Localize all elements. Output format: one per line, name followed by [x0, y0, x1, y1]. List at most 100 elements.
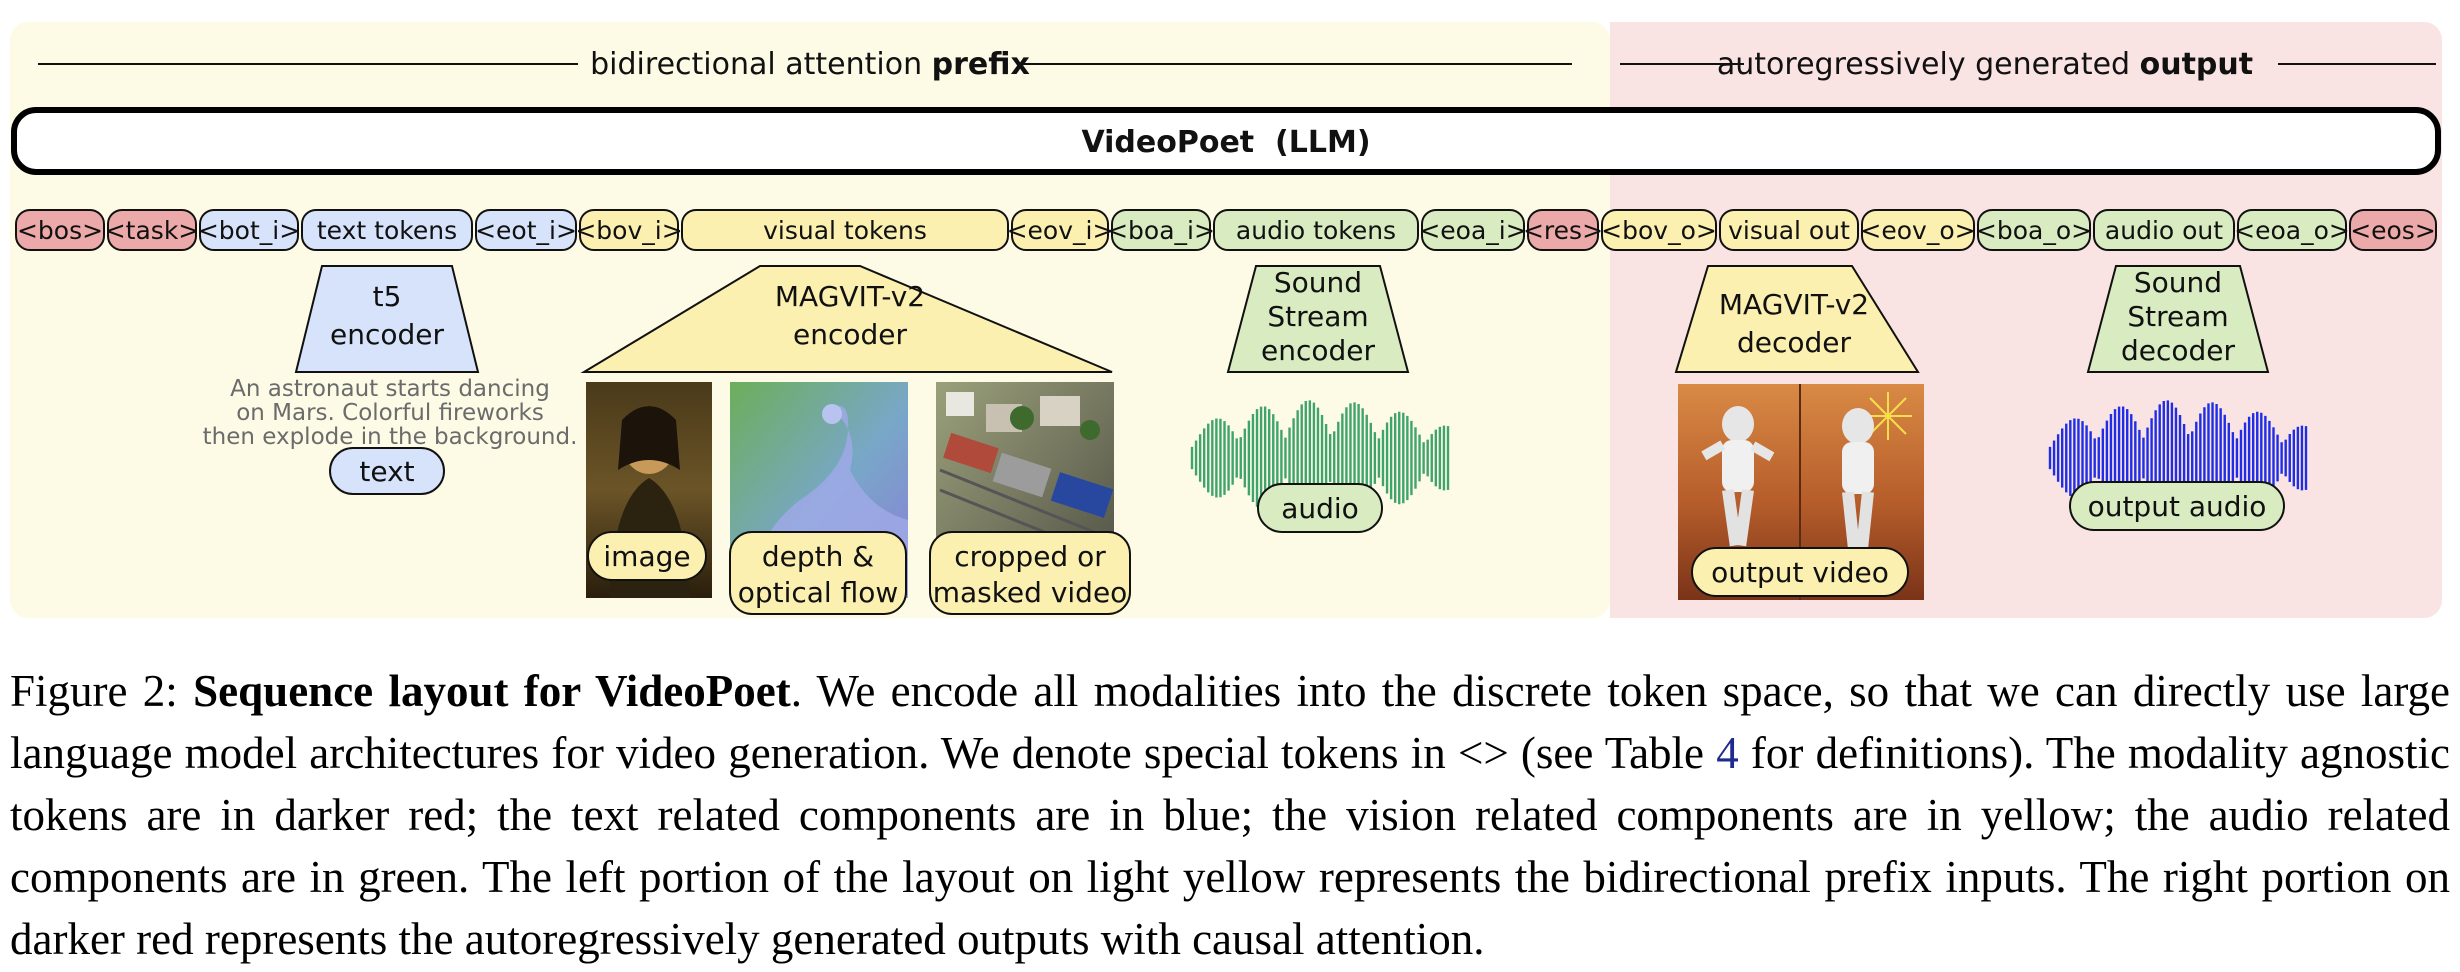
- output-audio-pill: [2069, 481, 2285, 531]
- token-label: <eoa_o>: [2234, 216, 2350, 245]
- token-label: visual out: [1728, 216, 1850, 245]
- token-label: audio tokens: [1236, 216, 1396, 245]
- token-eov_o: <eov_o>: [1860, 209, 1976, 251]
- soundstream-encoder-line3: encoder: [1261, 334, 1375, 367]
- cropped-label-line1: cropped or: [954, 540, 1106, 573]
- output-header-bold: output: [2140, 47, 2253, 82]
- token-box: [1527, 209, 1599, 251]
- magvit-decoder-line1: MAGVIT-v2: [1719, 288, 1869, 321]
- magvit-encoder-line2: encoder: [793, 318, 907, 351]
- token-eoa_i: <eoa_i>: [1419, 209, 1527, 251]
- caption-title: Sequence layout for VideoPoet: [193, 666, 791, 716]
- token-label: <task>: [105, 216, 200, 245]
- token-eov_i: <eov_i>: [1007, 209, 1114, 251]
- magvit-decoder-shape: [1674, 265, 1920, 373]
- soundstream-decoder: Sound Stream decoder: [2086, 265, 2270, 373]
- t5-encoder-line1: t5: [373, 280, 402, 313]
- soundstream-decoder-line2: Stream: [2127, 300, 2228, 333]
- token-box: [1111, 209, 1211, 251]
- token-bot_i: <bot_i>: [198, 209, 300, 251]
- token-box: [1213, 209, 1419, 251]
- output-video-label: output video: [1711, 556, 1889, 589]
- soundstream-encoder: Sound Stream encoder: [1226, 265, 1410, 373]
- soundstream-decoder-line3: decoder: [2121, 334, 2236, 367]
- caption-paragraph: Figure 2: Sequence layout for VideoPoet.…: [10, 660, 2450, 970]
- token-box: [1719, 209, 1859, 251]
- magvit-encoder: MAGVIT-v2 encoder: [580, 265, 1113, 373]
- prompt-line-1: An astronaut starts dancing: [230, 376, 550, 402]
- token-box: [681, 209, 1009, 251]
- output-header-label: autoregressively generated: [1717, 47, 2130, 82]
- token-box: [1861, 209, 1975, 251]
- token-label: visual tokens: [763, 216, 927, 245]
- token-box: [579, 209, 679, 251]
- token-label: <eot_i>: [475, 216, 577, 245]
- token-label: <res>: [1523, 216, 1603, 245]
- t5-encoder-shape: [294, 265, 480, 373]
- sequence-layout-diagram: bidirectional attention prefix autoregre…: [10, 22, 2442, 618]
- audio-label-pill: [1257, 483, 1383, 533]
- text-input-pill: [329, 447, 445, 495]
- output-video-pill: [1691, 547, 1909, 597]
- output-audio-label: output audio: [2088, 490, 2267, 523]
- token-task: <task>: [105, 209, 200, 251]
- token-eot_i: <eot_i>: [475, 209, 577, 251]
- soundstream-encoder-line1: Sound: [1274, 266, 1362, 299]
- image-label-pill: [587, 531, 707, 581]
- soundstream-decoder-shape: [2086, 265, 2270, 373]
- token-audio-tokens: audio tokens: [1213, 209, 1419, 251]
- token-boa_i: <boa_i>: [1107, 209, 1215, 251]
- token-eoa_o: <eoa_o>: [2234, 209, 2350, 251]
- magvit-decoder-line2: decoder: [1737, 326, 1852, 359]
- magvit-encoder-line1: MAGVIT-v2: [775, 280, 925, 313]
- depth-label-line1: depth &: [762, 540, 874, 573]
- prefix-header: bidirectional attention prefix: [590, 47, 1030, 82]
- token-label: audio out: [2105, 216, 2223, 245]
- token-box: [2237, 209, 2347, 251]
- audio-label: audio: [1281, 492, 1359, 525]
- prefix-header-label: bidirectional attention: [590, 47, 922, 82]
- token-label: <bov_i>: [575, 216, 682, 245]
- cropped-label-pill: [929, 531, 1131, 615]
- prompt-line-2: on Mars. Colorful fireworks: [236, 400, 544, 426]
- token-box: [1601, 209, 1717, 251]
- token-res: <res>: [1523, 209, 1603, 251]
- cropped-label-line2: masked video: [933, 576, 1128, 609]
- caption-body-2: for definitions). The modality agnostic …: [10, 728, 2451, 964]
- t5-encoder-line2: encoder: [330, 318, 444, 351]
- token-label: <bov_o>: [1601, 216, 1717, 245]
- token-box: [1421, 209, 1525, 251]
- token-label: <bos>: [17, 216, 103, 245]
- token-row: <bos><task><bot_i>text tokens<eot_i><bov…: [15, 209, 2437, 251]
- token-label: <eov_i>: [1007, 216, 1114, 245]
- caption-body-1: . We encode all modalities into the disc…: [10, 666, 2451, 778]
- table-4-link[interactable]: 4: [1716, 728, 1739, 778]
- token-box: [301, 209, 473, 251]
- token-visual-tokens: visual tokens: [681, 209, 1009, 251]
- token-box: [199, 209, 299, 251]
- token-bov_i: <bov_i>: [575, 209, 683, 251]
- token-box: [1011, 209, 1109, 251]
- token-box: [475, 209, 577, 251]
- token-label: <boa_o>: [1976, 216, 2092, 245]
- token-box: [2093, 209, 2235, 251]
- image-label: image: [603, 540, 690, 573]
- output-header: autoregressively generated output: [1717, 47, 2253, 82]
- token-bov_o: <bov_o>: [1601, 209, 1717, 251]
- token-box: [1977, 209, 2091, 251]
- soundstream-encoder-line2: Stream: [1267, 300, 1368, 333]
- token-visual-out: visual out: [1719, 209, 1859, 251]
- token-boa_o: <boa_o>: [1976, 209, 2092, 251]
- token-eos: <eos>: [2349, 209, 2437, 251]
- caption-prefix: Figure 2:: [10, 666, 194, 716]
- token-label: <boa_i>: [1107, 216, 1215, 245]
- token-label: <eos>: [2350, 216, 2436, 245]
- token-box: [107, 209, 197, 251]
- token-box: [15, 209, 105, 251]
- prefix-header-bold: prefix: [932, 47, 1030, 82]
- token-label: <bot_i>: [198, 216, 300, 245]
- magvit-decoder: MAGVIT-v2 decoder: [1674, 265, 1920, 373]
- token-label: <eov_o>: [1860, 216, 1975, 245]
- llm-label: VideoPoet (LLM): [1081, 125, 1370, 160]
- token-label: <eoa_i>: [1419, 216, 1526, 245]
